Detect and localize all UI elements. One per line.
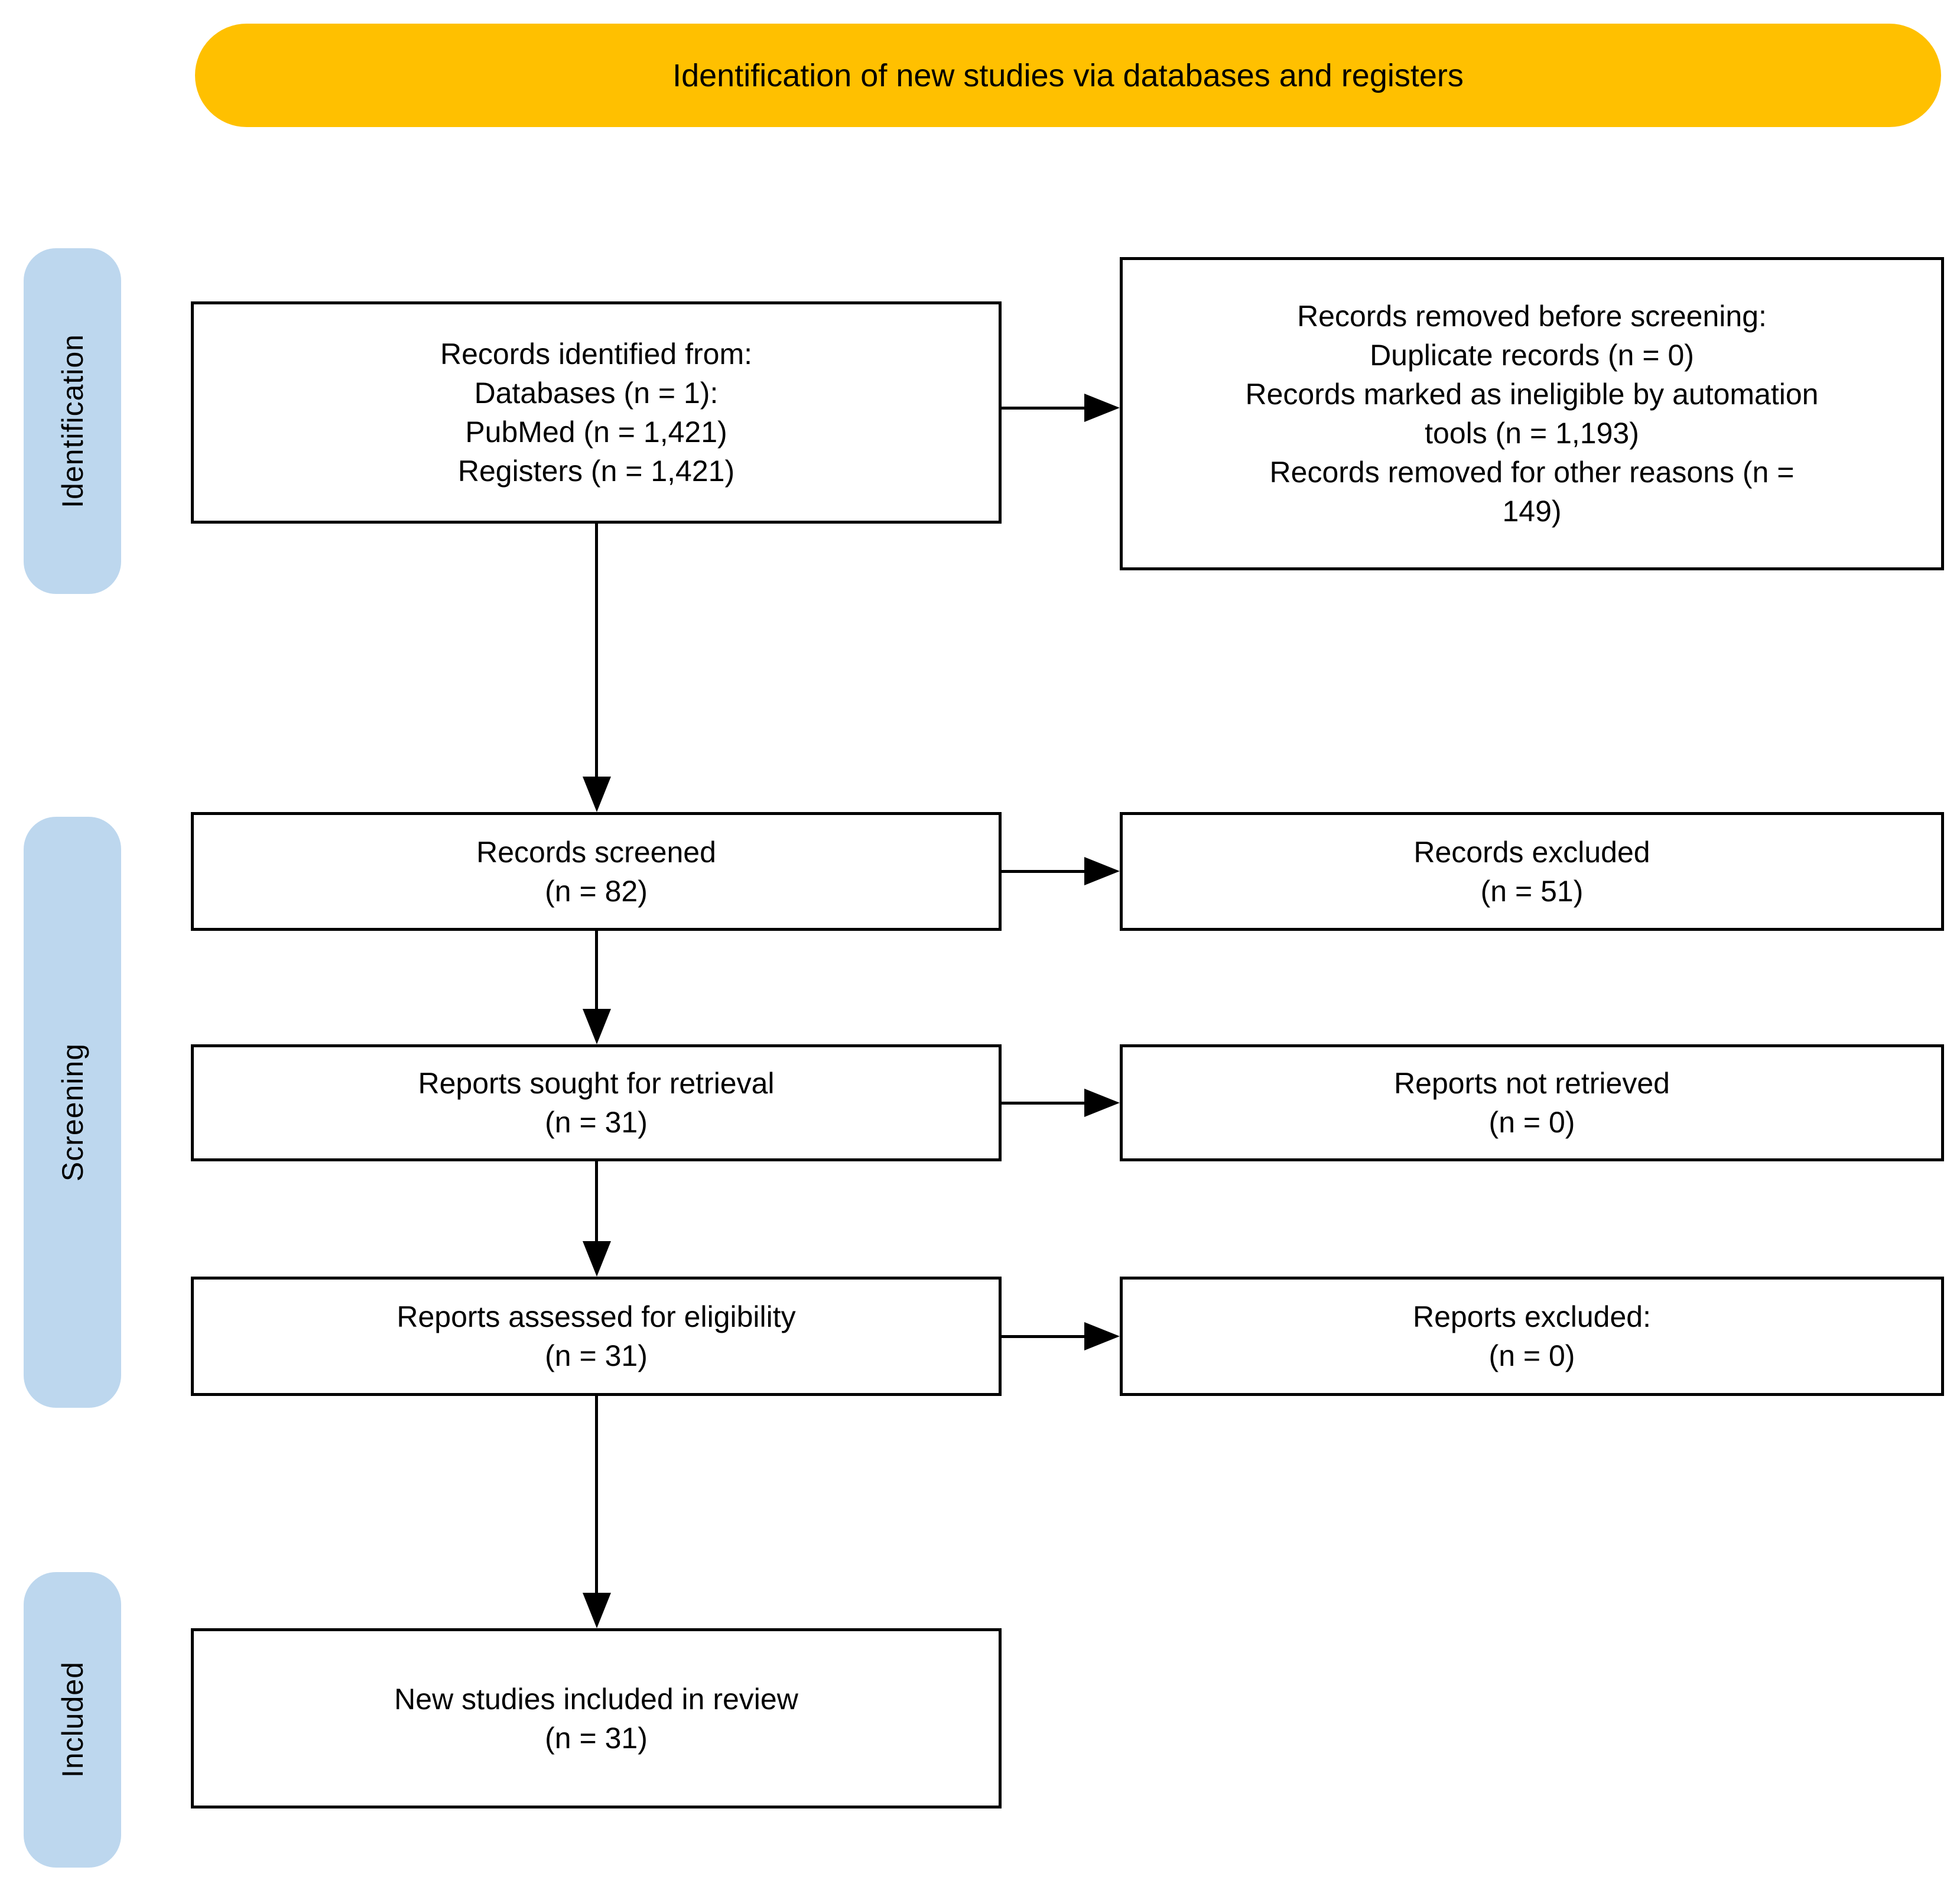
- box-reports-assessed-for-eligibility: Reports assessed for eligibility (n = 31…: [191, 1277, 1002, 1396]
- box-records-excluded: Records excluded (n = 51): [1120, 812, 1944, 931]
- arrow-identified-to-removed-line: [1002, 407, 1087, 410]
- arrow-right-head: [1084, 1322, 1120, 1350]
- box-text-line: Reports excluded:: [1412, 1300, 1651, 1333]
- arrow-assessed-to-included-line: [595, 1396, 598, 1594]
- arrow-down-head: [583, 1241, 611, 1277]
- box-text-line: (n = 82): [545, 874, 648, 908]
- header-title: Identification of new studies via databa…: [672, 57, 1464, 93]
- stage-label-screening: Screening: [24, 817, 121, 1408]
- box-text-line: (n = 31): [545, 1106, 648, 1139]
- box-reports-excluded: Reports excluded: (n = 0): [1120, 1277, 1944, 1396]
- box-text-line: Records removed before screening:: [1297, 300, 1767, 333]
- box-text-line: Registers (n = 1,421): [457, 454, 735, 488]
- stage-label-text: Included: [56, 1661, 89, 1778]
- arrow-assessed-to-excluded-line: [1002, 1335, 1087, 1338]
- box-text-line: Reports assessed for eligibility: [396, 1300, 796, 1333]
- box-text-line: Records excluded: [1413, 835, 1650, 869]
- arrow-screened-to-sought-line: [595, 931, 598, 1010]
- arrow-identified-to-screened-line: [595, 524, 598, 778]
- box-records-removed-before-screening: Records removed before screening: Duplic…: [1120, 257, 1944, 570]
- box-text-line: Records identified from:: [440, 337, 752, 371]
- box-text-line: Records removed for other reasons (n =: [1269, 456, 1795, 489]
- box-text-line: (n = 31): [545, 1721, 648, 1755]
- box-reports-not-retrieved: Reports not retrieved (n = 0): [1120, 1044, 1944, 1161]
- box-text-line: Duplicate records (n = 0): [1370, 339, 1694, 372]
- arrow-screened-to-excluded-line: [1002, 870, 1087, 873]
- stage-label-text: Screening: [56, 1043, 89, 1182]
- stage-label-text: Identification: [56, 334, 89, 508]
- box-text-line: Reports sought for retrieval: [418, 1067, 775, 1100]
- box-text-line: New studies included in review: [394, 1682, 798, 1716]
- box-text-line: Reports not retrieved: [1394, 1067, 1670, 1100]
- arrow-down-head: [583, 777, 611, 812]
- box-text-line: PubMed (n = 1,421): [465, 415, 727, 449]
- box-text-line: 149): [1502, 495, 1562, 528]
- stage-label-included: Included: [24, 1572, 121, 1868]
- box-text-line: Databases (n = 1):: [474, 376, 719, 410]
- stage-label-identification: Identification: [24, 248, 121, 594]
- box-reports-sought-for-retrieval: Reports sought for retrieval (n = 31): [191, 1044, 1002, 1161]
- box-text-line: tools (n = 1,193): [1425, 417, 1639, 450]
- box-text-line: (n = 0): [1488, 1339, 1575, 1372]
- box-text-line: Records screened: [476, 835, 716, 869]
- box-text-line: (n = 51): [1480, 874, 1584, 908]
- box-records-identified: Records identified from: Databases (n = …: [191, 301, 1002, 524]
- box-new-studies-included: New studies included in review (n = 31): [191, 1628, 1002, 1808]
- arrow-right-head: [1084, 857, 1120, 885]
- arrow-right-head: [1084, 1089, 1120, 1117]
- box-text-line: Records marked as ineligible by automati…: [1245, 378, 1819, 411]
- arrow-sought-to-not-retrieved-line: [1002, 1102, 1087, 1105]
- header-banner: Identification of new studies via databa…: [195, 24, 1941, 127]
- arrow-sought-to-assessed-line: [595, 1161, 598, 1242]
- box-text-line: (n = 31): [545, 1339, 648, 1372]
- arrow-down-head: [583, 1009, 611, 1044]
- box-records-screened: Records screened (n = 82): [191, 812, 1002, 931]
- box-text-line: (n = 0): [1488, 1106, 1575, 1139]
- arrow-right-head: [1084, 394, 1120, 422]
- arrow-down-head: [583, 1593, 611, 1628]
